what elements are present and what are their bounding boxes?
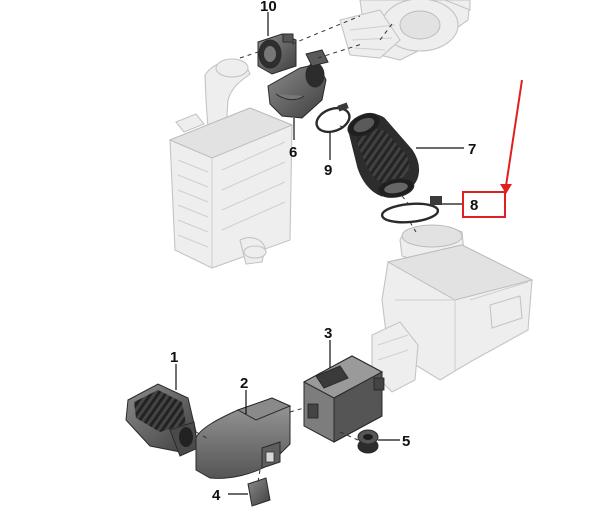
callout-8: 8 [470,197,478,214]
callout-1: 1 [170,349,178,366]
air-filter-housing-ghost [371,224,534,393]
highlight-box [462,191,506,218]
part-6-air-duct [267,49,329,119]
part-3-bracket [302,355,385,443]
callout-7: 7 [468,141,476,158]
callout-10: 10 [260,0,277,15]
callout-5: 5 [402,433,410,450]
part-8-hose-clamp [380,196,442,224]
part-4-clip [247,477,271,507]
part-1-intake-grille [125,383,199,457]
turbocharger-ghost [339,0,471,61]
part-5-grommet [357,429,379,454]
part-2-air-duct [195,397,292,479]
highlight-annotation [462,79,523,218]
callout-6: 6 [289,144,297,161]
leader-lines [175,12,464,495]
callout-4: 4 [212,487,221,504]
highlight-arrow [505,79,523,187]
callout-2: 2 [240,375,248,392]
callout-3: 3 [324,325,332,342]
intercooler-ghost [168,58,294,269]
part-7-intake-hose [347,112,419,198]
part-9-clamp-ring [315,102,351,134]
callout-9: 9 [324,162,332,179]
part-10-air-mass-sensor [257,33,297,75]
assembly-lines [195,15,417,483]
highlight-arrowhead [500,184,512,194]
